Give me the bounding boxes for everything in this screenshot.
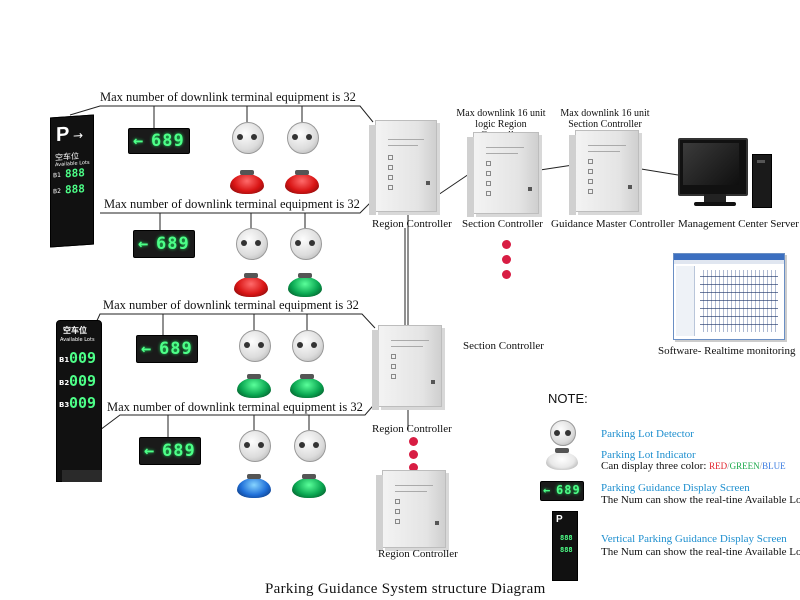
color-separator: / — [727, 461, 730, 471]
management-center-server-label: Management Center Server — [678, 218, 799, 230]
detector-icon — [550, 420, 576, 446]
note-indicator-desc-line: Can display three color: RED/GREEN/BLUE — [601, 460, 786, 472]
region-controller-box-1 — [369, 120, 437, 215]
tower-row-value: 009 — [69, 372, 97, 390]
vertical-display-top: P → 空车位 Available Lots B1 888 B2 888 — [50, 114, 94, 248]
color-green: GREEN — [729, 461, 760, 471]
region-controller-label-2: Region Controller — [372, 423, 452, 435]
software-screenshot — [673, 253, 785, 340]
tower-row-value: 009 — [69, 394, 97, 412]
note-title: NOTE: — [548, 391, 588, 406]
detector-icon — [239, 330, 271, 362]
software-label: Software- Realtime monitoring — [658, 345, 796, 357]
arrow-left-icon: ← — [543, 483, 552, 497]
indicator-green-icon — [237, 374, 271, 398]
note-vertical-desc: The Num can show the real-tine Available… — [601, 546, 800, 558]
indicator-red-icon — [230, 170, 264, 194]
section-controller-label-2: Section Controller — [463, 340, 544, 352]
led-number: 689 — [156, 234, 190, 254]
indicator-green-icon — [288, 273, 322, 297]
detector-icon — [294, 430, 326, 462]
indicator-red-icon — [234, 273, 268, 297]
led-number: 689 — [162, 441, 196, 461]
guidance-display-legend: ← 689 — [540, 481, 584, 501]
region-controller-box-3 — [376, 470, 446, 551]
tower-row-value: 009 — [69, 349, 97, 367]
tower-row-tag: B2 — [53, 187, 61, 196]
bus-label-row3: Max number of downlink terminal equipmen… — [103, 298, 359, 312]
continuation-dot — [409, 463, 418, 472]
tower-title-cn: 空车位 — [63, 326, 87, 335]
region-controller-box-2 — [372, 325, 442, 410]
bus-label-row2: Max number of downlink terminal equipmen… — [104, 197, 360, 211]
led-number: 689 — [159, 339, 193, 359]
detector-icon — [287, 122, 319, 154]
arrow-right-icon: → — [73, 128, 84, 143]
color-red: RED — [709, 461, 728, 471]
detector-icon — [232, 122, 264, 154]
legend-tower-value: 888 — [560, 534, 573, 542]
led-number: 689 — [556, 483, 581, 497]
led-number: 689 — [151, 131, 185, 151]
guidance-display-row2: ← 689 — [133, 230, 195, 258]
continuation-dot — [409, 437, 418, 446]
note-vertical: Vertical Parking Guidance Display Screen — [601, 533, 787, 545]
guidance-display-row3: ← 689 — [136, 335, 198, 363]
detector-icon — [290, 228, 322, 260]
guidance-display-row4: ← 689 — [139, 437, 201, 465]
arrow-left-icon: ← — [141, 339, 153, 359]
bus-label-row4: Max number of downlink terminal equipmen… — [107, 400, 363, 414]
tower-row-value: 888 — [65, 182, 85, 197]
tower-row-tag: B3 — [59, 401, 70, 409]
guidance-master-controller-box — [569, 130, 639, 215]
note-display: Parking Guidance Display Screen — [601, 482, 750, 494]
note-indicator: Parking Lot Indicator — [601, 449, 696, 461]
max-section-note: Max downlink 16 unit Section Controller — [560, 108, 650, 130]
arrow-left-icon: ← — [144, 441, 156, 461]
arrow-left-icon: ← — [133, 131, 145, 151]
color-blue: BLUE — [762, 461, 786, 471]
detector-icon — [239, 430, 271, 462]
p-sign: P — [556, 514, 563, 525]
bus-label-row1: Max number of downlink terminal equipmen… — [100, 90, 356, 104]
section-controller-box-1 — [467, 132, 539, 217]
tower-row-tag: B1 — [53, 171, 61, 180]
continuation-dot — [502, 270, 511, 279]
tower-title-en: Available Lots — [60, 337, 95, 343]
indicator-blue-icon — [237, 474, 271, 498]
tower-row-tag: B1 — [59, 356, 70, 364]
guidance-display-row1: ← 689 — [128, 128, 190, 154]
indicator-red-icon — [285, 170, 319, 194]
indicator-green-icon — [292, 474, 326, 498]
detector-icon — [236, 228, 268, 260]
arrow-left-icon: ← — [138, 234, 150, 254]
continuation-dot — [409, 450, 418, 459]
tower-row-value: 888 — [65, 166, 85, 181]
indicator-green-icon — [290, 374, 324, 398]
continuation-dot — [502, 255, 511, 264]
p-sign: P — [56, 123, 70, 147]
color-separator: / — [759, 461, 763, 471]
region-controller-label-1: Region Controller — [372, 218, 452, 230]
note-detector: Parking Lot Detector — [601, 428, 694, 440]
legend-tower-value: 888 — [560, 546, 573, 554]
indicator-white-icon — [546, 448, 578, 470]
page-title: Parking Guidance System structure Diagra… — [265, 581, 546, 597]
section-controller-label-1: Section Controller — [462, 218, 543, 230]
continuation-dot — [502, 240, 511, 249]
detector-icon — [292, 330, 324, 362]
note-display-desc: The Num can show the real-tine Available… — [601, 494, 800, 506]
vertical-display-legend: P 888 888 — [552, 511, 578, 581]
region-controller-label-3: Region Controller — [378, 548, 458, 560]
tower-row-tag: B2 — [59, 379, 70, 387]
guidance-master-controller-label: Guidance Master Controller — [551, 218, 675, 230]
note-indicator-desc: Can display three color: — [601, 460, 707, 472]
